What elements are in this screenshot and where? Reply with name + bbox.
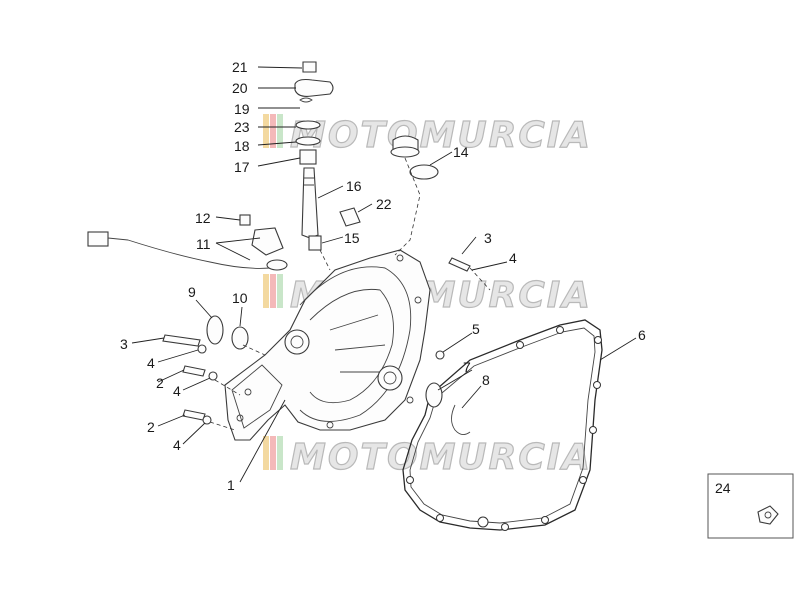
callout-1: 1 [227,477,235,493]
sensor-cable-part [87,214,288,271]
right-small-parts [425,257,471,435]
callout-7: 7 [463,359,471,375]
callout-3-right: 3 [484,230,492,246]
callout-21: 21 [232,59,248,75]
inset-label-24: 24 [715,480,731,496]
clutch-cover-part [224,249,431,441]
inset-box-24: 24 [707,473,794,539]
callout-2-a: 2 [156,375,164,391]
callout-8: 8 [482,372,490,388]
callout-4-c: 4 [173,437,181,453]
inset-part-clip [757,505,779,525]
callout-4-a: 4 [147,355,155,371]
watermark-3: MOTOMURCIA [263,436,592,479]
watermark-text-1: MOTOMURCIA [290,115,592,156]
callout-6: 6 [638,327,646,343]
callout-17: 17 [234,159,250,175]
oil-filler-cap-part [390,135,439,180]
callout-15: 15 [344,230,360,246]
assembly-lines [209,157,491,431]
callout-4-b: 4 [173,383,181,399]
callout-19: 19 [234,101,250,117]
watermark-text-3: MOTOMURCIA [290,437,592,478]
callout-14: 14 [453,144,469,160]
callout-23: 23 [234,119,250,135]
callout-4-d: 4 [509,250,517,266]
gasket-inner-line [409,327,596,524]
callout-20: 20 [232,80,248,96]
callout-2-b: 2 [147,419,155,435]
leader-lines [131,66,637,483]
callout-16: 16 [346,178,362,194]
left-small-parts [162,315,249,425]
callout-12: 12 [195,210,211,226]
callout-3-left: 3 [120,336,128,352]
callout-18: 18 [234,138,250,154]
callout-10: 10 [232,290,248,306]
shaft-stack-part [294,61,361,251]
gasket-bolt-holes [406,326,602,531]
callout-9: 9 [188,284,196,300]
callout-5: 5 [472,321,480,337]
watermark-1: MOTOMURCIA [263,114,592,157]
callout-labels: 21 20 19 23 18 17 16 22 15 14 12 11 9 10… [120,59,646,493]
callout-11: 11 [196,236,211,252]
callout-22: 22 [376,196,392,212]
gasket-part [402,319,603,531]
